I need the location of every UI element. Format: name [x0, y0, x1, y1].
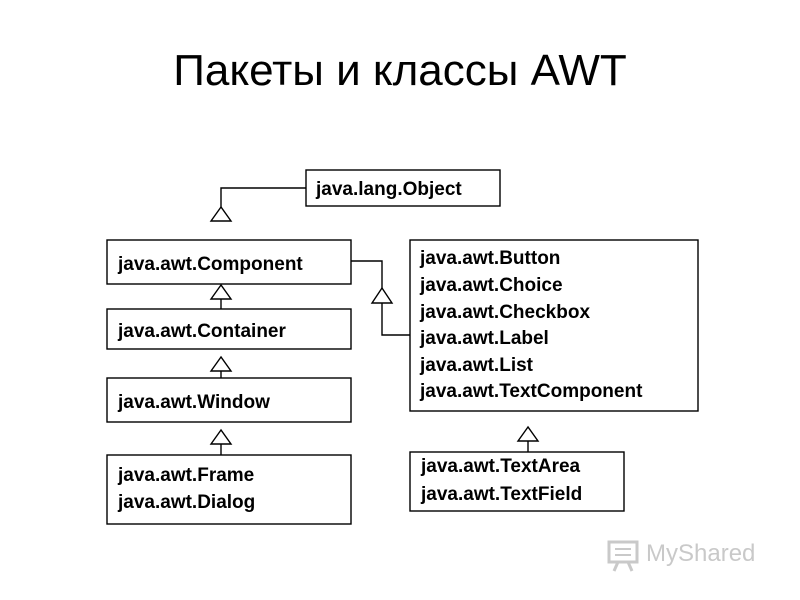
arrowhead-component [209, 283, 233, 300]
class-label-dialog: java.awt.Dialog [117, 492, 255, 513]
window-box [106, 377, 352, 423]
class-label-text-area: java.awt.TextArea [420, 456, 581, 477]
inheritance-line-controls-branch [381, 303, 410, 336]
arrowhead-textcomponent [516, 425, 540, 442]
page-title: Пакеты и классы AWT [173, 46, 627, 95]
class-label-component: java.awt.Component [117, 254, 303, 275]
arrowhead-container [209, 355, 233, 372]
class-label-button: java.awt.Button [419, 248, 560, 269]
class-label-frame: java.awt.Frame [117, 465, 254, 486]
object-box [305, 169, 501, 207]
class-label-label: java.awt.Label [419, 328, 549, 349]
inheritance-line-component-object [220, 187, 306, 207]
inheritance-arrowheads [209, 205, 540, 445]
class-label-choice: java.awt.Choice [419, 275, 563, 296]
presentation-board-icon [607, 540, 639, 572]
class-label-text-field: java.awt.TextField [420, 484, 582, 505]
class-label-window: java.awt.Window [117, 392, 270, 413]
class-boxes [106, 169, 699, 525]
class-label-object: java.lang.Object [315, 179, 462, 200]
arrowhead-window [209, 428, 233, 445]
frame-dialog-box [106, 454, 352, 525]
arrowhead-object [209, 205, 233, 222]
inheritance-line-controls-component [351, 260, 383, 288]
controls-box [409, 239, 699, 412]
component-box [106, 239, 352, 285]
watermark-text: MyShared [646, 540, 756, 567]
arrowhead-component-right [370, 286, 394, 304]
watermark: MyShared [606, 536, 766, 576]
class-label-checkbox: java.awt.Checkbox [419, 302, 590, 323]
container-box [106, 308, 352, 350]
connectors [220, 187, 529, 455]
class-label-list: java.awt.List [419, 355, 534, 376]
text-subclasses-box [409, 451, 625, 512]
class-label-text-component: java.awt.TextComponent [419, 381, 643, 402]
class-label-container: java.awt.Container [117, 321, 286, 342]
class-labels: java.lang.Object java.awt.Component java… [117, 179, 643, 513]
